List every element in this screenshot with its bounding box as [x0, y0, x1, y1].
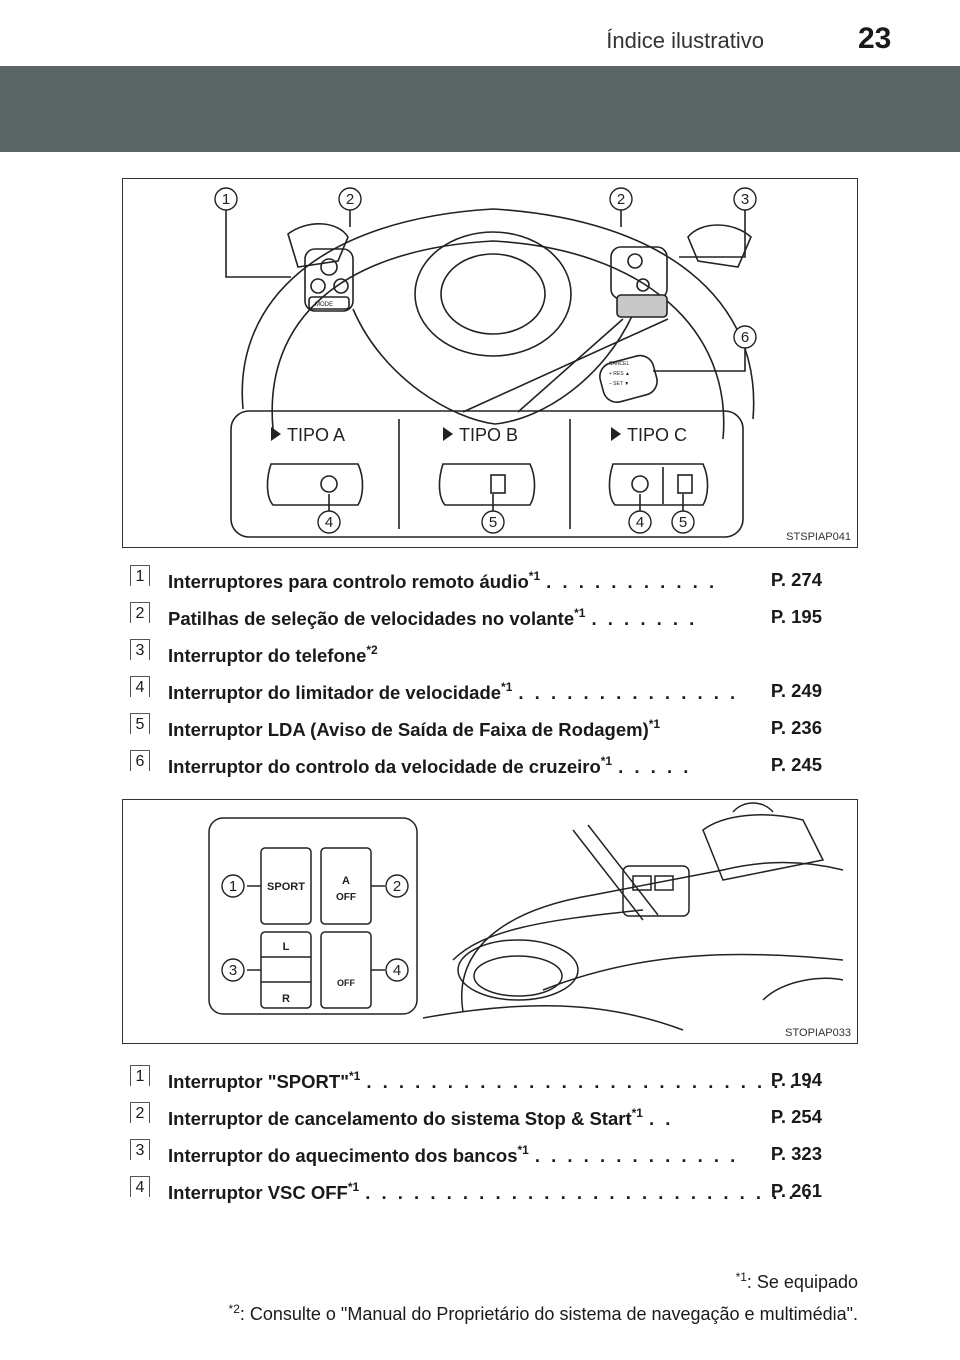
steering-controls-list: 1 Interruptores para controlo remoto áud… [130, 565, 830, 788]
sport-switch-label: SPORT [267, 881, 305, 893]
callout-5-c: 5 [679, 514, 687, 531]
list-item: 3 Interruptor do aquecimento dos bancos*… [130, 1139, 830, 1177]
callout-2: 2 [393, 878, 401, 895]
res-label: + RES ▲ [609, 371, 630, 377]
list-item: 4 Interruptor do limitador de velocidade… [130, 676, 830, 714]
callout-4-a: 4 [325, 514, 333, 531]
callout-1: 1 [222, 191, 230, 208]
r-label: R [282, 993, 290, 1005]
callout-4-c: 4 [636, 514, 644, 531]
item-number: 4 [130, 1176, 150, 1197]
list-item: 6 Interruptor do controlo da velocidade … [130, 750, 830, 788]
page-ref[interactable]: P. 194 [770, 1069, 822, 1090]
list-item: 2 Interruptor de cancelamento do sistema… [130, 1102, 830, 1140]
item-text: Interruptor do limitador de velocidade [168, 682, 502, 703]
page-ref[interactable]: P. 236 [770, 717, 822, 738]
page-header: Índice ilustrativo 23 [0, 0, 960, 64]
callout-3: 3 [229, 962, 237, 979]
list-item: 5 Interruptor LDA (Aviso de Saída de Fai… [130, 713, 830, 751]
callout-5-b: 5 [489, 514, 497, 531]
console-switches-list: 1 Interruptor "SPORT"*1. . . . . . . . .… [130, 1065, 830, 1214]
page-ref[interactable]: P. 254 [770, 1106, 822, 1127]
console-illustration: 1 2 3 4 SPORT A OFF L R OFF [208, 802, 844, 1031]
cancel-label: CANCEL [609, 361, 630, 367]
footnote-2: *2: Consulte o "Manual do Proprietário d… [228, 1302, 858, 1324]
item-number: 5 [130, 713, 150, 734]
type-a-label: TIPO A [287, 425, 345, 445]
set-label: – SET ▼ [609, 381, 629, 387]
figure-code: STSPIAP041 [786, 531, 851, 543]
callout-1: 1 [229, 878, 237, 895]
item-text: Interruptor VSC OFF [168, 1182, 348, 1203]
type-b-label: TIPO B [459, 425, 518, 445]
callout-2-left: 2 [346, 191, 354, 208]
item-number: 3 [130, 639, 150, 660]
item-text: Interruptor do telefone [168, 645, 367, 666]
a-label: A [342, 875, 350, 887]
callout-3: 3 [741, 191, 749, 208]
callout-4: 4 [393, 962, 401, 979]
item-number: 6 [130, 750, 150, 771]
item-number: 2 [130, 1102, 150, 1123]
page-ref[interactable]: P. 274 [770, 569, 822, 590]
item-text: Interruptor LDA (Aviso de Saída de Faixa… [168, 719, 649, 740]
page-number: 23 [858, 22, 892, 55]
page-ref[interactable]: P. 261 [770, 1180, 822, 1201]
type-c-label: TIPO C [627, 425, 687, 445]
item-text: Interruptor do aquecimento dos bancos [168, 1145, 518, 1166]
off-label-1: OFF [336, 892, 356, 903]
item-number: 1 [130, 565, 150, 586]
item-number: 3 [130, 1139, 150, 1160]
page-ref[interactable]: P. 323 [770, 1143, 822, 1164]
list-item: 1 Interruptores para controlo remoto áud… [130, 565, 830, 603]
list-item: 2 Patilhas de seleção de velocidades no … [130, 602, 830, 640]
page-ref[interactable]: P. 245 [770, 754, 822, 775]
item-text: Interruptores para controlo remoto áudio [168, 571, 529, 592]
footnotes: *1: Se equipado *2: Consulte o "Manual d… [229, 1264, 858, 1328]
steering-wheel-figure: TIPO A TIPO B TIPO C MODE 1 2 2 3 6 4 5 … [122, 178, 858, 548]
item-number: 4 [130, 676, 150, 697]
section-title: Índice ilustrativo [606, 28, 764, 53]
l-label: L [283, 941, 290, 953]
steering-wheel-illustration: TIPO A TIPO B TIPO C MODE 1 2 2 3 6 4 5 … [214, 187, 757, 538]
callout-6: 6 [741, 329, 749, 346]
page-ref[interactable]: P. 249 [770, 680, 822, 701]
item-number: 1 [130, 1065, 150, 1086]
item-text: Interruptor de cancelamento do sistema S… [168, 1108, 632, 1129]
item-text: Interruptor "SPORT" [168, 1071, 349, 1092]
list-item: 1 Interruptor "SPORT"*1. . . . . . . . .… [130, 1065, 830, 1103]
console-switches-figure: 1 2 3 4 SPORT A OFF L R OFF STOPIAP033 [122, 799, 858, 1044]
footnote-1: *1: Se equipado [735, 1270, 858, 1292]
list-item: 4 Interruptor VSC OFF*1. . . . . . . . .… [130, 1176, 830, 1214]
callout-2-right: 2 [617, 191, 625, 208]
header-band [0, 66, 960, 152]
mode-label: MODE [315, 302, 333, 308]
item-text: Interruptor do controlo da velocidade de… [168, 756, 601, 777]
figure-code: STOPIAP033 [785, 1027, 851, 1039]
item-text: Patilhas de seleção de velocidades no vo… [168, 608, 575, 629]
page-ref[interactable]: P. 195 [770, 606, 822, 627]
off-label-2: OFF [337, 978, 355, 988]
list-item: 3 Interruptor do telefone*2 [130, 639, 830, 677]
item-number: 2 [130, 602, 150, 623]
